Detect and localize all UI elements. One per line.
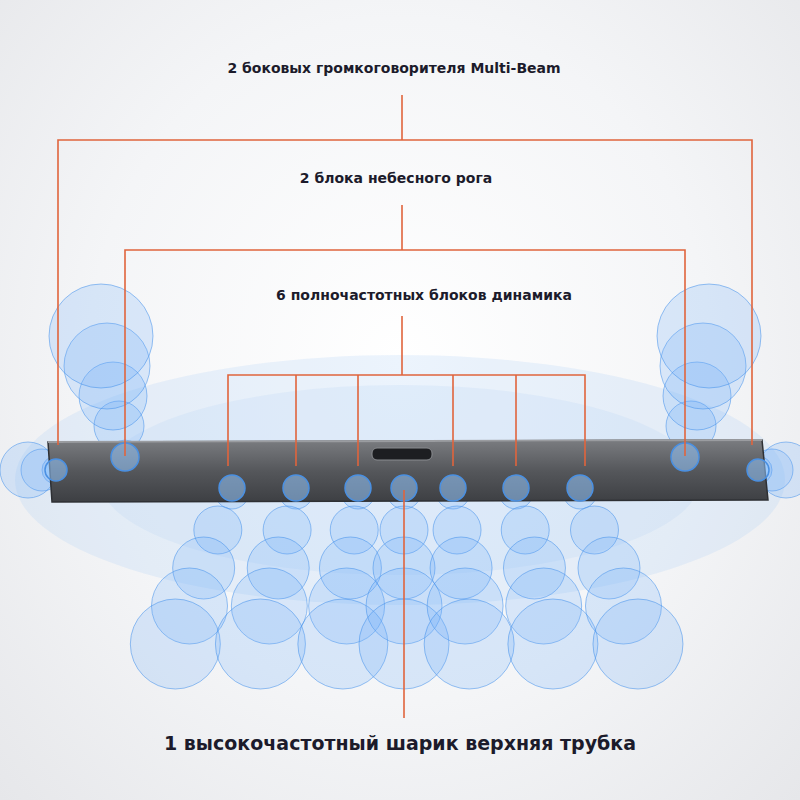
display-panel — [372, 448, 432, 460]
speaker-driver — [219, 475, 245, 501]
bracket-line — [515, 375, 517, 466]
speaker-driver — [567, 475, 593, 501]
leader-line — [401, 95, 403, 140]
sound-wave — [508, 599, 598, 689]
speaker-driver — [283, 475, 309, 501]
speaker-driver — [45, 459, 67, 481]
leader-line — [401, 316, 403, 375]
bracket-line — [228, 375, 585, 466]
bracket-line — [58, 140, 752, 445]
speaker-driver — [503, 475, 529, 501]
leader-line — [401, 205, 403, 250]
bracket-line — [295, 375, 297, 466]
speaker-driver — [440, 475, 466, 501]
callout-label: 1 высокочастотный шарик верхняя трубка — [164, 732, 636, 755]
callout-label: 6 полночастотных блоков динамика — [276, 287, 572, 304]
bracket-line — [357, 375, 359, 466]
sound-wave — [130, 599, 220, 689]
soundbar-body — [48, 440, 768, 502]
sound-wave — [49, 284, 153, 388]
speaker-driver — [345, 475, 371, 501]
sound-wave — [593, 599, 683, 689]
sound-wave — [657, 284, 761, 388]
callout-label: 2 блока небесного рога — [300, 170, 492, 187]
soundbar-edge — [48, 440, 762, 442]
sound-wave — [215, 599, 305, 689]
leader-line — [403, 490, 405, 718]
bracket-line — [125, 250, 685, 456]
sound-wave — [424, 599, 514, 689]
speaker-driver — [747, 459, 769, 481]
callout-label: 2 боковых громкоговорителя Multi-Beam — [227, 60, 560, 77]
bracket-line — [452, 375, 454, 466]
